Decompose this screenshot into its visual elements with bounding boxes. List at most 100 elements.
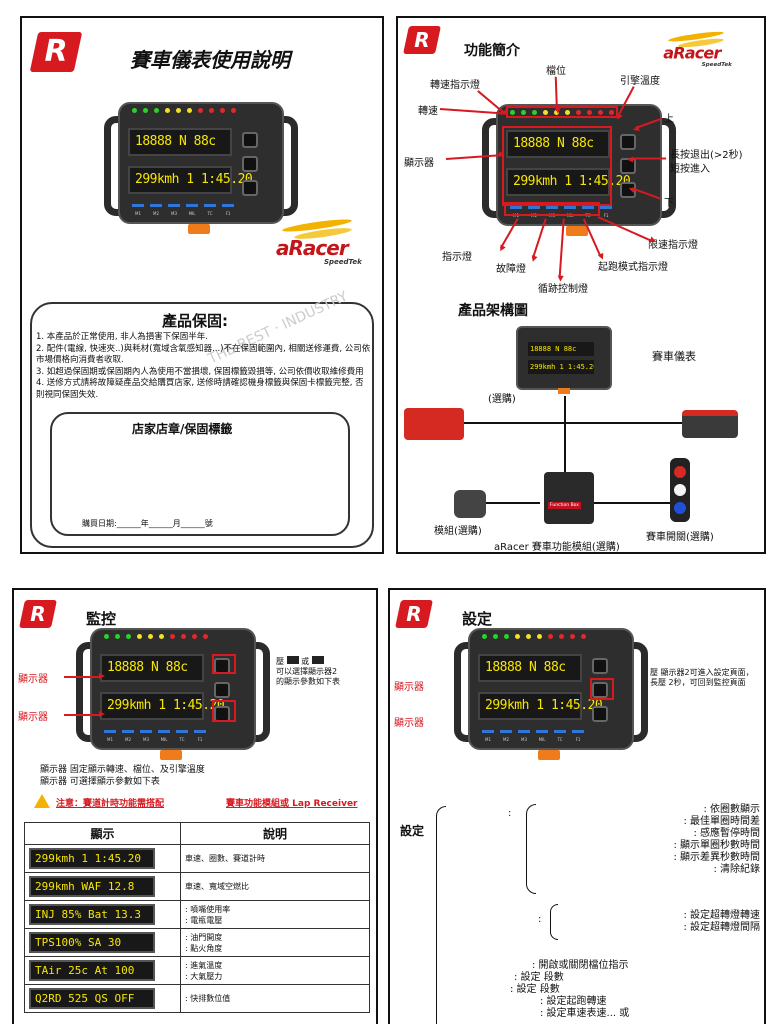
indicator-slot: MIL: [186, 204, 198, 216]
gps-module: [454, 490, 486, 518]
aracer-r-logo: R: [29, 32, 83, 72]
table-row: 299kmh WAF 12.8 車速、寬域空燃比: [24, 872, 370, 901]
row-description: : 噴嘴使用率 : 電瓶電壓: [180, 900, 370, 929]
indicator-slot: M1: [482, 730, 494, 742]
dashboard-device: 18888 N 88c 299kmh 1 1:45.20 M1 M2 M3 MIL TC…: [76, 628, 270, 760]
down-button[interactable]: [592, 706, 608, 722]
warranty-title: 產品保固:: [162, 312, 228, 330]
section-title: 設定: [462, 610, 493, 628]
dash-label: 賽車儀表: [652, 350, 696, 363]
table-row: Q2RD 525 QS OFF : 快排數位值: [24, 984, 370, 1013]
row-description: : 油門開度 : 點火角度: [180, 928, 370, 957]
indicator-slot: F1: [222, 204, 234, 216]
table-row: 299kmh 1 1:45.20 車速、圈數、賽道計時: [24, 844, 370, 873]
connector: [566, 226, 588, 236]
indicator-slot: F1: [572, 730, 584, 742]
down-button[interactable]: [242, 180, 258, 196]
function-module-device: [682, 410, 738, 438]
highlight-leds: [506, 106, 618, 118]
mode-button[interactable]: [242, 156, 258, 172]
warning-icon: [34, 794, 50, 808]
group2-list: : 設定超轉燈轉速 : 設定超轉燈間隔: [683, 910, 760, 933]
row-description: 車速、寬域空燃比: [180, 872, 370, 901]
section-title: 監控: [86, 610, 117, 628]
table-row: TPS100% SA 30 : 油門開度 : 點火角度: [24, 928, 370, 957]
indicator-slot: TC: [176, 730, 188, 742]
mini-dashboard: 18888 N 88c 299kmh 1 1:45.20: [516, 326, 612, 394]
wideband-sensor: [404, 408, 464, 440]
indicator-slot: MIL: [536, 730, 548, 742]
aracer-logo: aRacer SpeedTek: [660, 29, 740, 68]
indicator-slots: M1 M2 M3 MIL TC F1: [104, 730, 206, 742]
function-box: Function Box: [544, 472, 594, 524]
display-1: 18888 N 88c: [506, 130, 610, 158]
panel-monitor: R 監控 18888 N 88c 299kmh 1 1:45.20 M1 M2 M3…: [12, 588, 378, 1024]
race-switch: [670, 458, 690, 522]
display-2: 299kmh 1 1:45.20: [128, 166, 253, 194]
indicator-slot: M2: [122, 730, 134, 742]
row-description: : 進氣溫度 : 大氣壓力: [180, 956, 370, 985]
aracer-logo: aRacer SpeedTek: [272, 217, 372, 268]
indicator-slots: M1 M2 M3 MIL TC F1: [132, 204, 234, 216]
section-title: 功能簡介: [464, 43, 520, 59]
up-button[interactable]: [592, 658, 608, 674]
mode-button[interactable]: [214, 682, 230, 698]
indicator-slot: MIL: [158, 730, 170, 742]
architecture-title: 產品架構圖: [458, 303, 528, 319]
row-description: : 快排數位值: [180, 984, 370, 1013]
warranty-list: 1. 本產品於正常使用, 非人為損害下保固半年. 2. 配件(電線, 快速夾..…: [36, 332, 371, 400]
panel-intro: R 賽車儀表使用說明 18888 N 88c 299kmh 1 1:45.20 …: [20, 16, 384, 554]
display-2: 299kmh 1 1:45.20: [506, 168, 631, 196]
lcd-sample: INJ 85% Bat 13.3: [29, 904, 155, 925]
settings-lines: : 開啟或關閉檔位指示 : 設定 段數 : 設定 段數 : 設定起跑轉速 : 設…: [510, 960, 630, 1019]
indicator-slot: M3: [168, 204, 180, 216]
lcd-sample: 299kmh 1 1:45.20: [29, 848, 155, 869]
settings-note: 壓 顯示器2可進入設定頁面，長壓 2秒，可回到監控頁面: [650, 668, 754, 687]
table-row: INJ 85% Bat 13.3 : 噴嘴使用率 : 電瓶電壓: [24, 900, 370, 929]
table-row: TAir 25c At 100 : 進氣溫度 : 大氣壓力: [24, 956, 370, 985]
indicator-slot: TC: [204, 204, 216, 216]
connector: [538, 750, 560, 760]
mode-button[interactable]: [592, 682, 608, 698]
indicator-slot: F1: [600, 206, 612, 218]
indicator-slot: M1: [132, 204, 144, 216]
rpm-led-bar: [104, 634, 208, 639]
page-title: 賽車儀表使用說明: [130, 48, 290, 72]
indicator-slot: M2: [500, 730, 512, 742]
up-button[interactable]: [620, 134, 636, 150]
display-1: 18888 N 88c: [128, 128, 232, 156]
dashboard-device: 18888 N 88c 299kmh 1 1:45.20 M1 M2 M3 MIL TC…: [104, 102, 298, 234]
display-2: 299kmh 1 1:45.20: [100, 692, 225, 720]
stamp-box: 店家店章/保固標籤 購買日期:______年______月______號: [50, 412, 350, 536]
highlight-slots: [504, 202, 600, 216]
indicator-slot: F1: [194, 730, 206, 742]
indicator-slot: M3: [140, 730, 152, 742]
press-note: 壓 或 可以選擇顯示器2 的顯示參數如下表: [276, 656, 340, 686]
highlight-displays: [502, 126, 612, 206]
display-1: 18888 N 88c: [478, 654, 582, 682]
aracer-r-logo: R: [395, 600, 433, 628]
aracer-r-logo: R: [19, 600, 57, 628]
aracer-r-logo: R: [403, 26, 441, 54]
indicator-slot: M3: [518, 730, 530, 742]
up-button[interactable]: [242, 132, 258, 148]
panel-features: R 功能簡介 aRacer SpeedTek 18888 N 88c 299km…: [396, 16, 766, 554]
display-1: 18888 N 88c: [100, 654, 204, 682]
indicator-slots: M1 M2 M3 MIL TC F1: [482, 730, 584, 742]
lcd-sample: Q2RD 525 QS OFF: [29, 988, 155, 1009]
row-description: 車速、圈數、賽道計時: [180, 844, 370, 873]
indicator-slot: M2: [150, 204, 162, 216]
lcd-sample: TAir 25c At 100: [29, 960, 155, 981]
connector: [188, 224, 210, 234]
warranty-box: THE BEST · INDUSTRY 產品保固: 1. 本產品於正常使用, 非…: [30, 289, 374, 548]
lcd-sample: TPS100% SA 30: [29, 932, 155, 953]
indicator-slot: TC: [554, 730, 566, 742]
indicator-slot: M1: [104, 730, 116, 742]
connector: [160, 750, 182, 760]
rpm-led-bar: [482, 634, 586, 639]
lcd-sample: 299kmh WAF 12.8: [29, 876, 155, 897]
group1-list: : 依圈數顯示 : 最佳單圈時間差 : 感應暫停時間 : 顯示單圈秒數時間 : …: [673, 804, 760, 875]
